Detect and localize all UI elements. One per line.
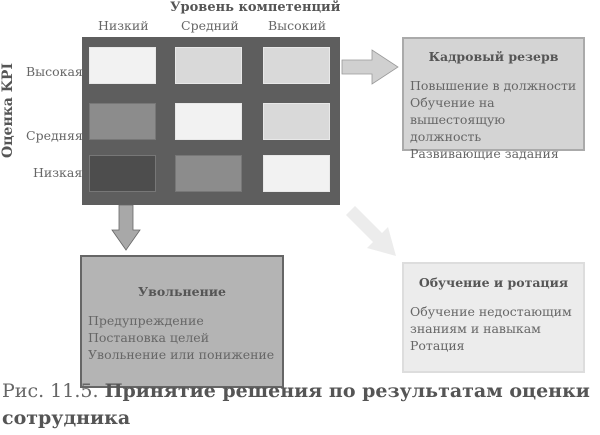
y-level-mid: Средняя bbox=[26, 128, 83, 143]
dismissal-item: Увольнение или понижение bbox=[88, 347, 275, 362]
reserve-box: Кадровый резерв Повышение в должности Об… bbox=[402, 37, 585, 161]
matrix-cell bbox=[89, 47, 156, 84]
dismissal-item: Предупреждение bbox=[88, 313, 204, 328]
y-level-high: Высокая bbox=[26, 64, 83, 79]
reserve-item: Повышение в должности bbox=[410, 78, 577, 93]
matrix-cell bbox=[175, 155, 242, 192]
training-item: знаниям и навыкам bbox=[410, 321, 541, 336]
x-level-high: Высокий bbox=[268, 18, 327, 33]
reserve-item: Развивающие задания bbox=[410, 146, 559, 161]
matrix-cell bbox=[89, 103, 156, 140]
x-axis-title: Уровень компетенций bbox=[170, 0, 341, 15]
arrow-diagonal-icon bbox=[346, 206, 396, 256]
matrix-cell bbox=[263, 103, 330, 140]
training-item: Обучение недостающим bbox=[410, 304, 572, 319]
competency-kpi-matrix bbox=[82, 37, 340, 205]
matrix-cell bbox=[263, 155, 330, 192]
matrix-cell bbox=[89, 155, 156, 192]
caption-title: Принятие решения по результатам оценки с… bbox=[2, 380, 590, 429]
dismissal-item: Постановка целей bbox=[88, 330, 210, 345]
matrix-cell bbox=[263, 47, 330, 84]
matrix-cell bbox=[175, 103, 242, 140]
training-title: Обучение и ротация bbox=[418, 275, 569, 290]
x-level-low: Низкий bbox=[98, 18, 149, 33]
reserve-item: должность bbox=[410, 129, 482, 144]
dismissal-box: Увольнение Предупреждение Постановка цел… bbox=[80, 255, 284, 388]
arrow-down-icon bbox=[111, 204, 141, 251]
matrix-cell bbox=[175, 47, 242, 84]
y-level-low: Низкая bbox=[33, 165, 83, 180]
arrow-right-icon bbox=[341, 49, 399, 85]
training-box: Обучение и ротация Обучение недостающим … bbox=[402, 262, 585, 373]
dismissal-title: Увольнение bbox=[138, 284, 226, 299]
caption-prefix: Рис. 11.5. bbox=[2, 380, 99, 402]
x-level-mid: Средний bbox=[181, 18, 239, 33]
reserve-item: Обучение на вышестоящую bbox=[410, 95, 506, 127]
figure-caption: Рис. 11.5. Принятие решения по результат… bbox=[2, 378, 600, 432]
training-item: Ротация bbox=[410, 338, 465, 353]
reserve-title: Кадровый резерв bbox=[428, 49, 559, 64]
